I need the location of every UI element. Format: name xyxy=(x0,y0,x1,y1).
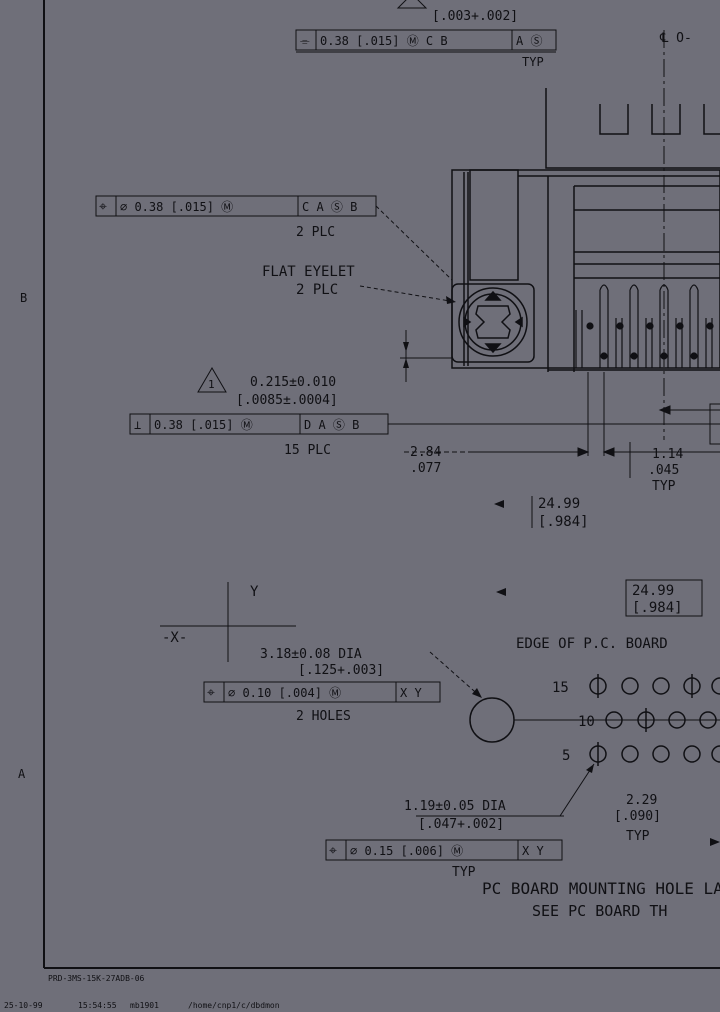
flatness-dim-inch: [.0085±.0004] xyxy=(236,393,338,408)
zone-label-b: B xyxy=(20,291,27,305)
mount-hole-note: 2 HOLES xyxy=(296,709,351,724)
flat-eyelet xyxy=(451,283,535,363)
typ-dim-callout: 1.14 .045 TYP xyxy=(629,442,683,494)
dimension-lines xyxy=(404,372,720,457)
row-spacing-inch: [.090] xyxy=(614,809,661,824)
typ-dim-mm: 1.14 xyxy=(652,447,683,462)
position-icon: ⌖ xyxy=(99,199,107,215)
eyelet-fcf-datum: C A Ⓢ B xyxy=(302,200,357,214)
centerline-label: ℄ O- xyxy=(659,31,692,46)
contact-pins xyxy=(575,284,714,368)
flat-eyelet-label: FLAT EYELET xyxy=(262,264,355,280)
board-dim-mm: 24.99 xyxy=(632,583,674,599)
position-icon: ⌖ xyxy=(207,685,215,701)
flatness-note: 15 PLC xyxy=(284,443,331,458)
zone-label-a: A xyxy=(18,767,26,781)
pin-hole-note: TYP xyxy=(452,865,476,880)
pin-hole-fcf-datum: X Y xyxy=(522,844,544,858)
revision-number: 1 xyxy=(208,378,215,391)
layout-subtitle: SEE PC BOARD TH xyxy=(532,902,667,920)
top-fcf-tolerance: 0.38 [.015] Ⓜ C B xyxy=(320,34,448,48)
flatness-fcf-tolerance: 0.38 [.015] Ⓜ xyxy=(154,418,253,432)
layout-title: PC BOARD MOUNTING HOLE LAYOUT xyxy=(482,879,720,898)
pin-hole-grid xyxy=(589,674,720,766)
top-note-typ: TYP xyxy=(522,55,544,69)
top-callout: [.003+.002] ⌯ 0.38 [.015] Ⓜ C B A Ⓢ TYP … xyxy=(295,0,692,69)
footer-time: 15:54:55 xyxy=(78,1001,117,1010)
revision-triangle-icon xyxy=(396,0,428,9)
parallelism-icon: ⌯ xyxy=(300,34,310,48)
flatness-fcf-datum: D A Ⓢ B xyxy=(304,418,359,432)
board-edge-callout: 24.99 [.984] EDGE OF P.C. BOARD xyxy=(496,579,703,652)
pitch-dim-inch: .077 xyxy=(410,461,441,476)
row-spacing-mm: 2.29 xyxy=(626,793,657,808)
flat-eyelet-callout: FLAT EYELET 2 PLC xyxy=(262,264,457,304)
footer-date: 25-10-99 xyxy=(4,1001,43,1010)
footer-user: mb1901 xyxy=(130,1001,159,1010)
board-edge-label: EDGE OF P.C. BOARD xyxy=(516,636,668,652)
width-dim-inch: [.984] xyxy=(538,514,589,530)
flat-eyelet-note: 2 PLC xyxy=(296,282,338,298)
datum-y-label: Y xyxy=(250,584,259,600)
pin-hole-dia: 1.19±0.05 DIA xyxy=(404,799,506,814)
typ-dim-inch: .045 xyxy=(648,463,679,478)
flatness-dim-mm: 0.215±0.010 xyxy=(250,375,336,390)
row-label-10: 10 xyxy=(578,714,595,730)
flatness-callout: 1 0.215±0.010 [.0085±.0004] ⊥ 0.38 [.015… xyxy=(129,330,720,458)
row-label-5: 5 xyxy=(562,748,570,764)
mount-hole-dia: 3.18±0.08 DIA xyxy=(260,647,362,662)
width-dim: 24.99 [.984] xyxy=(494,496,589,530)
drawing-reference: PRD-3MS-15K-27ADB-06 xyxy=(48,974,145,983)
board-dim-inch: [.984] xyxy=(632,600,683,616)
pin-hole-fcf-tolerance: ⌀ 0.15 [.006] Ⓜ xyxy=(350,844,463,858)
width-dim-mm: 24.99 xyxy=(538,496,580,512)
eyelet-fcf-tolerance: ⌀ 0.38 [.015] Ⓜ xyxy=(120,200,233,214)
pitch-dim-mm: 2.84 xyxy=(410,445,441,460)
flatness-icon: ⊥ xyxy=(134,418,141,432)
revision-triangle-icon xyxy=(197,367,227,393)
eyelet-note: 2 PLC xyxy=(296,225,335,240)
position-icon: ⌖ xyxy=(329,843,337,859)
datum-x-label: -X- xyxy=(162,630,187,646)
mounting-hole-callout: 3.18±0.08 DIA [.125+.003] ⌖ ⌀ 0.10 [.004… xyxy=(203,647,720,743)
mount-hole-dia-inch: [.125+.003] xyxy=(298,663,384,678)
pin-hole-dia-inch: [.047+.002] xyxy=(418,817,504,832)
drawing-border xyxy=(43,0,720,969)
row-spacing-dim: 2.29 [.090] TYP xyxy=(614,793,720,846)
connector-body xyxy=(451,88,720,372)
datum-axes: Y -X- xyxy=(160,582,296,662)
footer-path: /home/cnp1/c/dbdmon xyxy=(188,1001,280,1010)
mount-fcf-datum: X Y xyxy=(400,686,422,700)
top-fcf-datum: A Ⓢ xyxy=(516,34,542,48)
pin-hole-callout: 1.19±0.05 DIA [.047+.002] ⌖ ⌀ 0.15 [.006… xyxy=(325,763,595,880)
typ-dim-note: TYP xyxy=(652,479,676,494)
top-dim-inch: [.003+.002] xyxy=(432,9,518,24)
mount-fcf-tolerance: ⌀ 0.10 [.004] Ⓜ xyxy=(228,686,341,700)
row-spacing-note: TYP xyxy=(626,829,650,844)
row-label-15: 15 xyxy=(552,680,569,696)
eyelet-position-callout: ⌖ ⌀ 0.38 [.015] Ⓜ C A Ⓢ B 2 PLC xyxy=(95,195,453,281)
